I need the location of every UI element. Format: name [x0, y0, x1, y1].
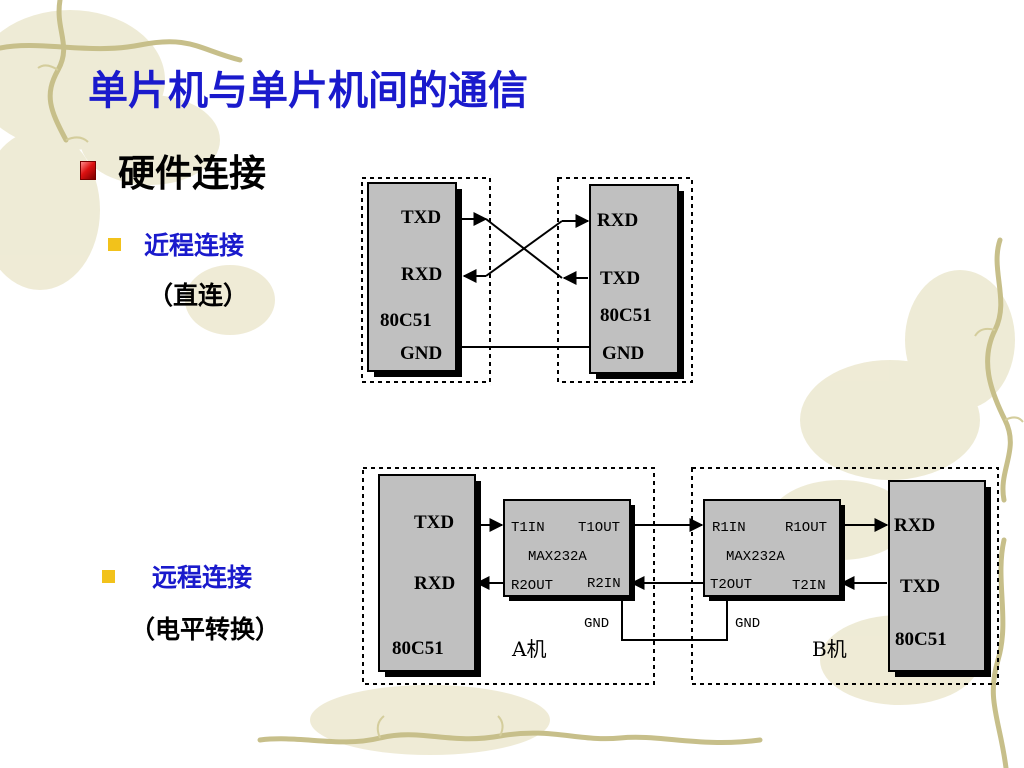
label-machine-b: B机	[812, 637, 847, 661]
pin-r2in: R2IN	[587, 576, 621, 592]
mcu-box-a	[378, 474, 476, 672]
pin-txd-b: TXD	[900, 576, 940, 597]
max232-box-a	[503, 499, 631, 597]
max232-name-b: MAX232A	[726, 549, 785, 565]
pin-txd-left: TXD	[401, 207, 441, 228]
pin-r2out: R2OUT	[511, 578, 553, 594]
chip-label-left: 80C51	[380, 310, 432, 331]
near-title: 近程连接	[144, 231, 245, 260]
label-machine-a: A机	[511, 637, 546, 661]
mcu-box-right	[589, 184, 679, 374]
chip-label-b: 80C51	[895, 629, 947, 650]
far-title: 远程连接	[152, 563, 253, 592]
gnd-wire-remote	[621, 596, 728, 641]
mcu-box-left	[367, 182, 457, 372]
pin-gnd-b: GND	[735, 616, 760, 632]
pin-t1out: T1OUT	[578, 520, 620, 536]
pin-rxd-left: RXD	[401, 264, 442, 285]
pin-r1in: R1IN	[712, 520, 746, 536]
chip-label-a: 80C51	[392, 638, 444, 659]
far-note: （电平转换）	[130, 615, 281, 644]
pin-t1in: T1IN	[511, 520, 545, 536]
cross-wire	[485, 220, 563, 277]
max232-box-b	[703, 499, 841, 597]
dashed-frame-a	[362, 467, 655, 685]
pin-t2in: T2IN	[792, 578, 826, 594]
max232-name-a: MAX232A	[528, 549, 587, 565]
pin-gnd-right: GND	[602, 343, 644, 364]
pin-gnd-left: GND	[400, 343, 442, 364]
pin-r1out: R1OUT	[785, 520, 827, 536]
heading-hardware: 硬件连接	[80, 143, 266, 197]
heading-text: 硬件连接	[118, 152, 266, 195]
pin-rxd-right: RXD	[597, 210, 638, 231]
bullet-square-icon	[80, 160, 96, 180]
pin-rxd-b: RXD	[894, 515, 935, 536]
chip-label-right: 80C51	[600, 305, 652, 326]
near-note: （直连）	[148, 281, 249, 310]
pin-rxd-a: RXD	[414, 573, 455, 594]
bullet-square-icon	[108, 238, 121, 251]
pin-txd-a: TXD	[414, 512, 454, 533]
dashed-frame	[361, 177, 491, 383]
pin-t2out: T2OUT	[710, 577, 752, 593]
pin-gnd-a: GND	[584, 616, 609, 632]
pin-txd-right: TXD	[600, 268, 640, 289]
slide-title: 单片机与单片机间的通信	[88, 68, 528, 114]
bullet-square-icon	[102, 570, 115, 583]
dashed-frame-b	[691, 467, 999, 685]
mcu-box-b	[888, 480, 986, 672]
dashed-frame	[557, 177, 693, 383]
